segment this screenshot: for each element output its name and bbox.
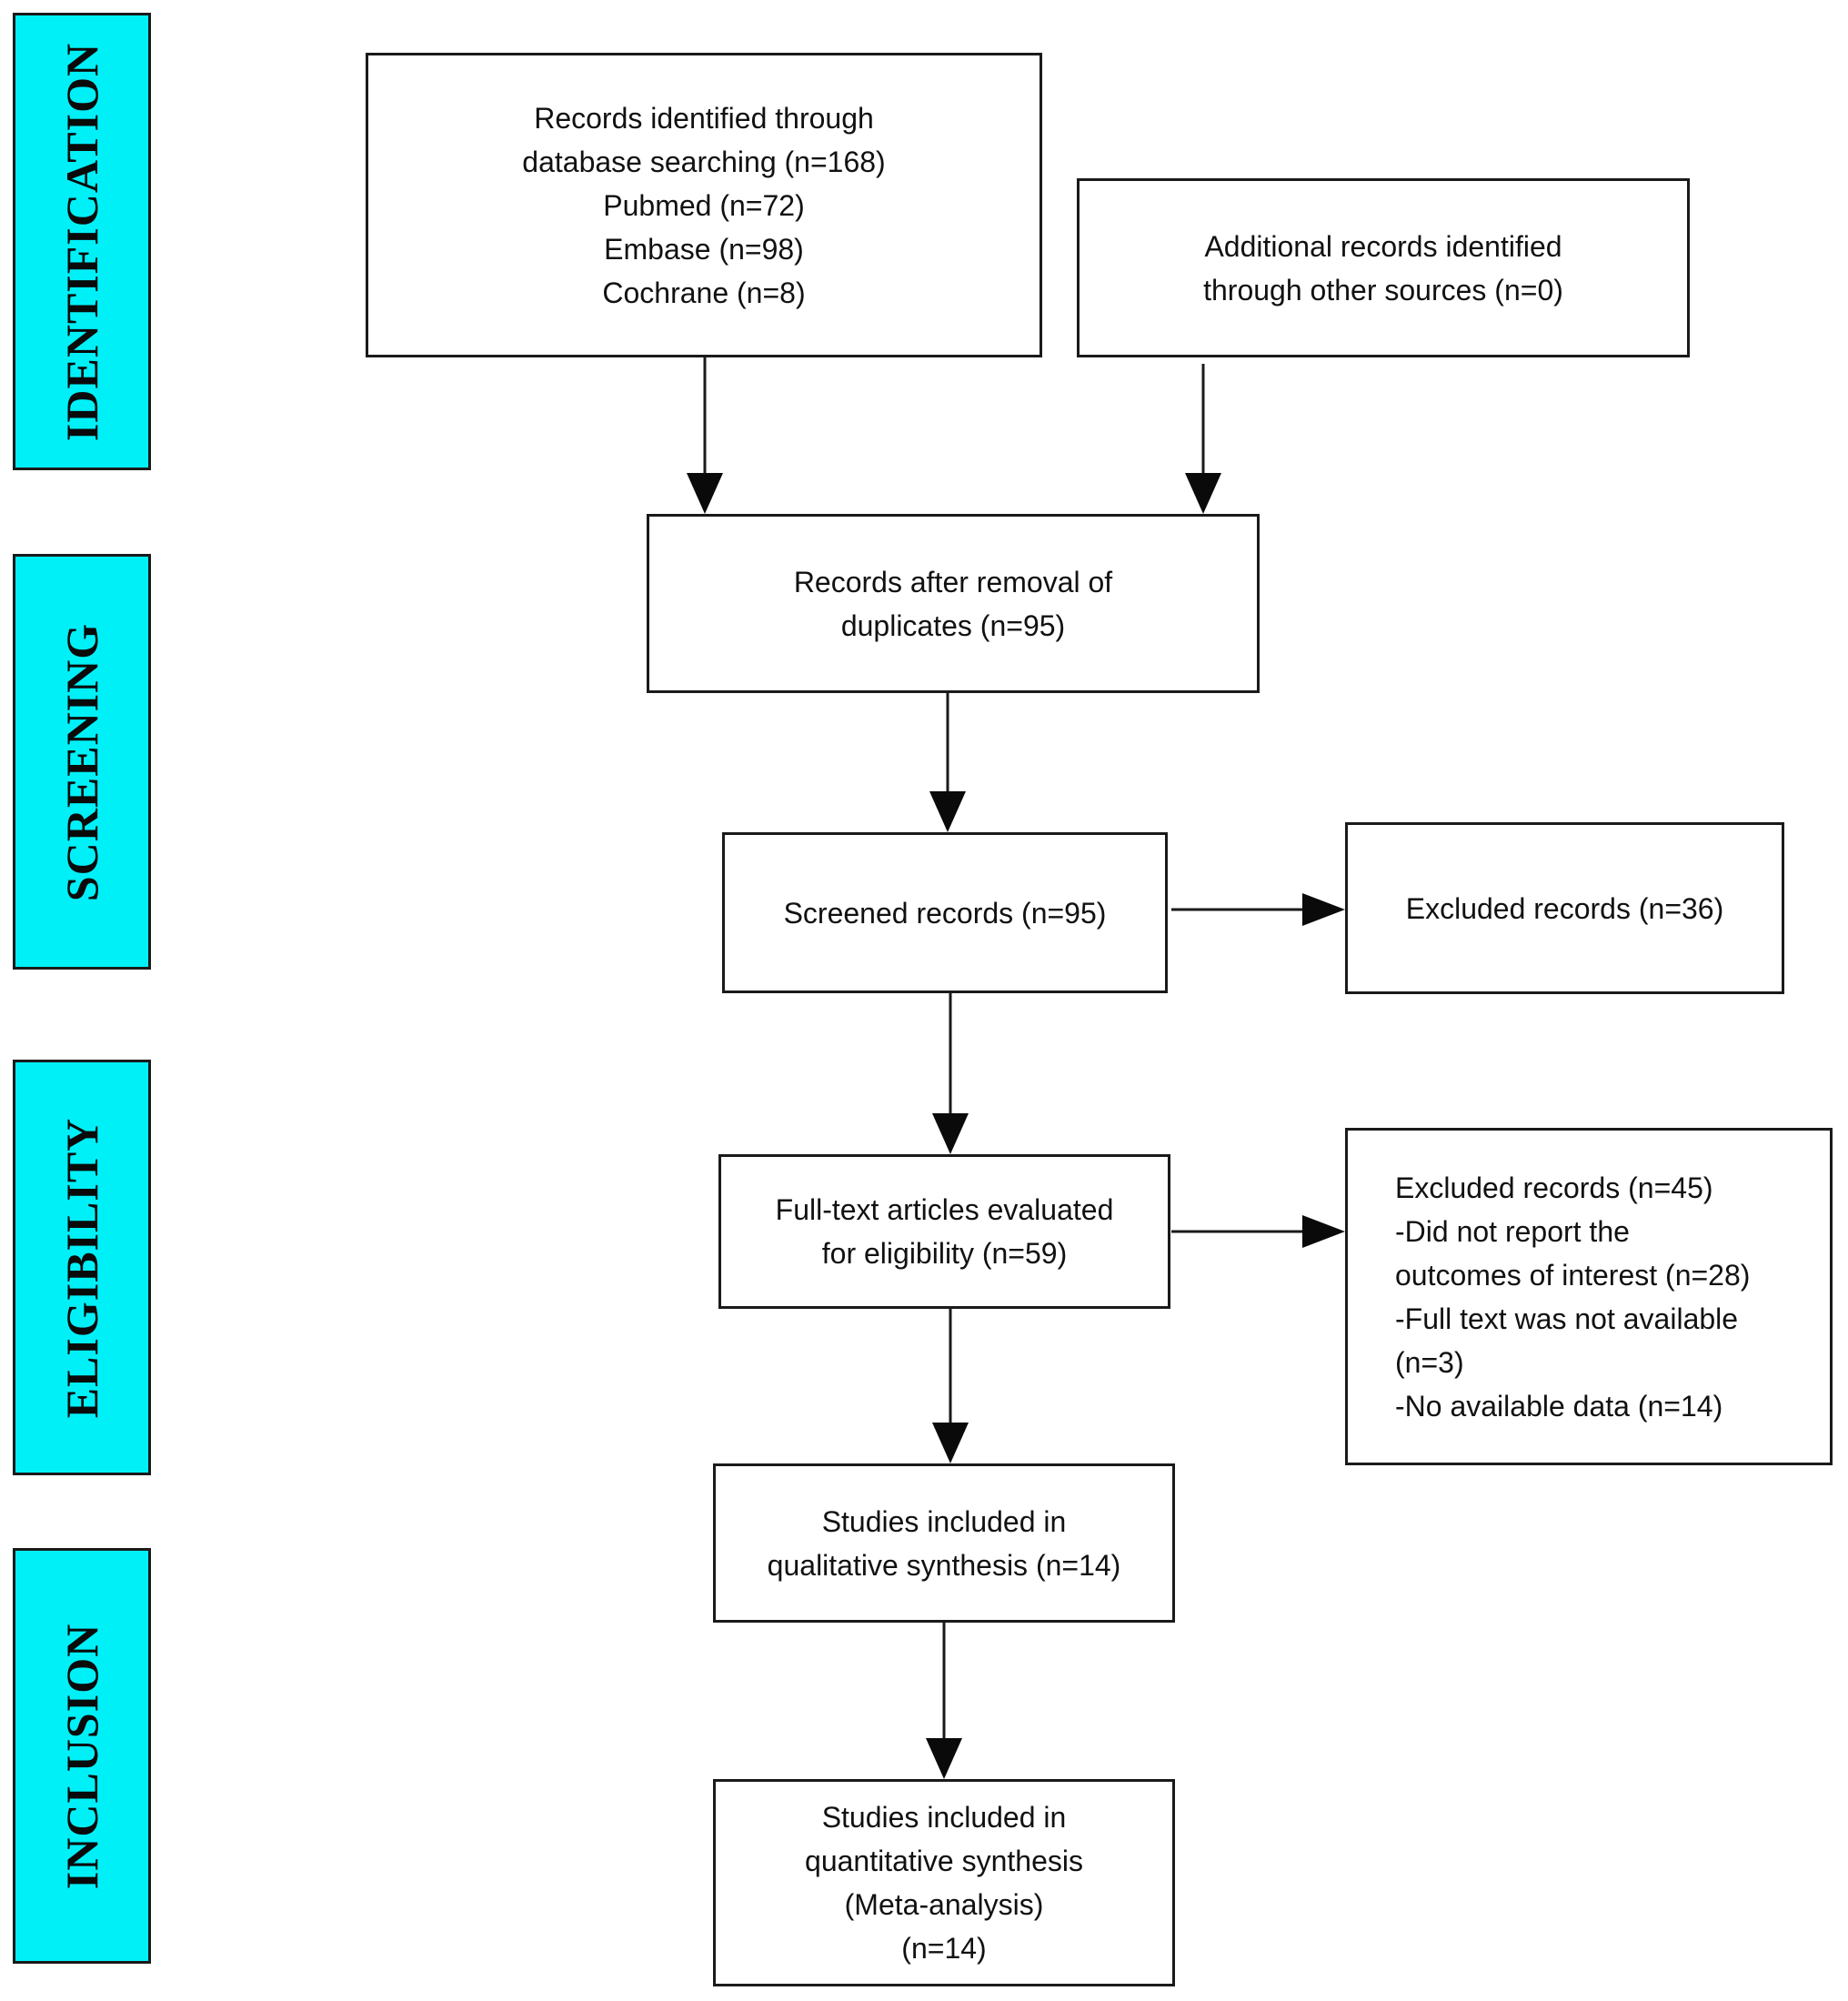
arrow-fulltext-to-qualitative-head: [932, 1423, 969, 1463]
full-text-box: Full-text articles evaluated for eligibi…: [718, 1154, 1170, 1309]
box-line: through other sources (n=0): [1203, 273, 1563, 307]
box-line: qualitative synthesis (n=14): [767, 1548, 1121, 1582]
box-line: (n=3): [1395, 1345, 1464, 1379]
arrow-db-to-dedup-head: [687, 473, 723, 514]
qualitative-synthesis-box: Studies included in qualitative synthesi…: [713, 1463, 1175, 1623]
box-line: Excluded records (n=45): [1395, 1171, 1713, 1204]
arrow-qualitative-to-quantitative-head: [926, 1738, 962, 1779]
box-line: quantitative synthesis: [805, 1845, 1083, 1877]
database-records-box: Records identified through database sear…: [366, 53, 1042, 357]
box-line: Studies included in: [821, 1504, 1067, 1538]
box-line: Embase (n=98): [604, 232, 804, 266]
arrow-other-to-dedup-head: [1185, 473, 1221, 514]
box-line: database searching (n=168): [522, 145, 886, 178]
box-line: -Did not report the: [1395, 1214, 1630, 1248]
phase-identification: IDENTIFICATION: [13, 13, 151, 470]
box-line: Records after removal of: [793, 565, 1113, 598]
box-line: Cochrane (n=8): [602, 276, 806, 309]
box-line: outcomes of interest (n=28): [1395, 1258, 1751, 1292]
box-line: -No available data (n=14): [1395, 1389, 1723, 1423]
arrow-dedup-to-screened-head: [929, 791, 966, 832]
arrow-fulltext-to-excluded-head: [1302, 1215, 1345, 1248]
excluded-full-text-box: Excluded records (n=45) -Did not report …: [1345, 1128, 1833, 1465]
phase-inclusion: INCLUSION: [13, 1548, 151, 1964]
phase-screening: SCREENING: [13, 554, 151, 970]
arrow-screened-to-excluded-head: [1302, 893, 1345, 926]
box-line: Studies included in: [821, 1801, 1067, 1834]
box-line: Additional records identified: [1204, 229, 1562, 263]
quantitative-synthesis-box: Studies included in quantitative synthes…: [713, 1779, 1175, 1986]
box-line: duplicates (n=95): [840, 608, 1066, 642]
excluded-screening-box: Excluded records (n=36): [1345, 822, 1784, 994]
box-line: Screened records (n=95): [783, 896, 1107, 930]
box-line: Full-text articles evaluated: [775, 1193, 1114, 1226]
other-sources-box: Additional records identified through ot…: [1077, 178, 1690, 357]
box-line: (n=14): [901, 1932, 987, 1965]
box-line: (Meta-analysis): [844, 1888, 1044, 1921]
box-line: -Full text was not available: [1395, 1302, 1739, 1335]
box-line: for eligibility (n=59): [821, 1237, 1068, 1270]
box-line: Excluded records (n=36): [1405, 891, 1724, 925]
after-duplicates-box: Records after removal of duplicates (n=9…: [647, 514, 1260, 693]
box-line: Pubmed (n=72): [603, 188, 805, 222]
box-line: Records identified through: [534, 101, 874, 135]
screened-records-box: Screened records (n=95): [722, 832, 1168, 993]
phase-eligibility: ELIGIBILITY: [13, 1060, 151, 1475]
arrow-screened-to-fulltext-head: [932, 1113, 969, 1154]
